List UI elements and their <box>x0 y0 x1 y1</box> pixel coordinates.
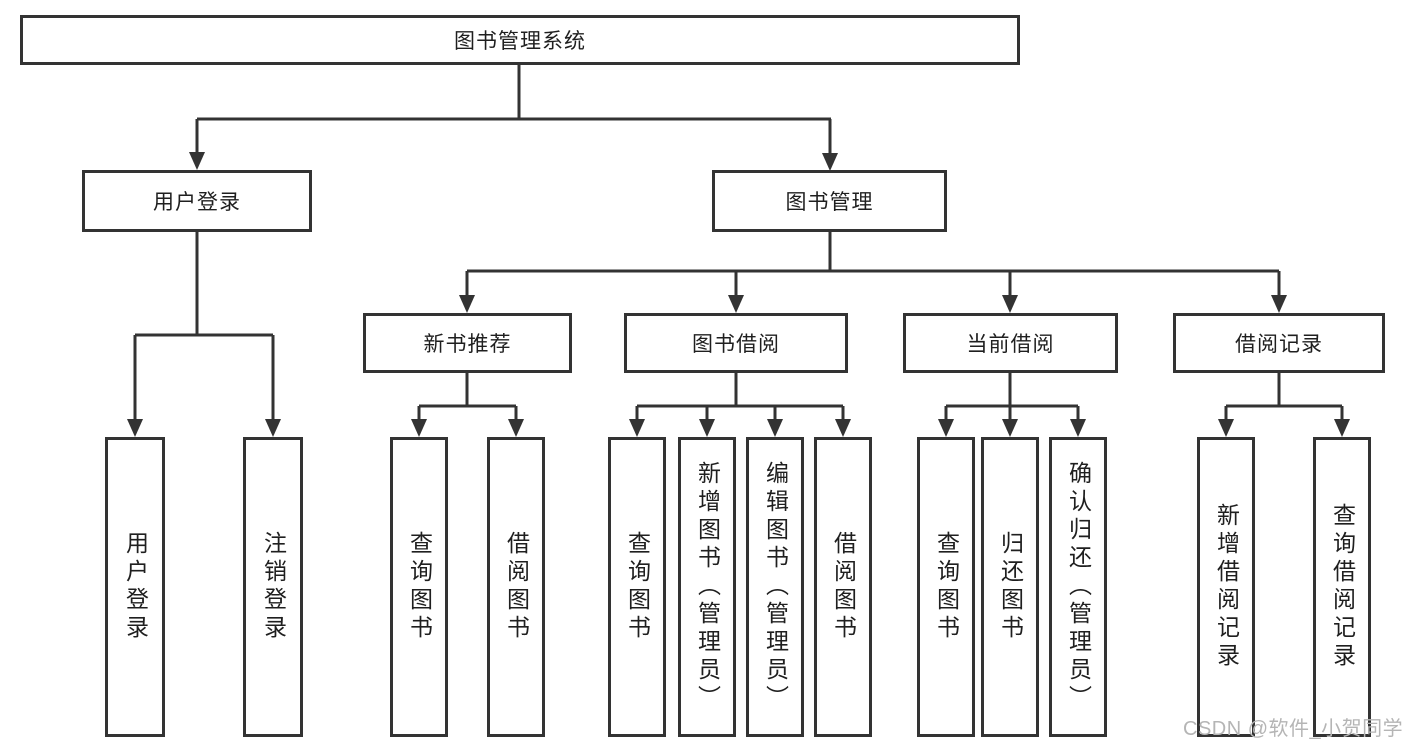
leaf-cb-confirm-return-admin-label: 确认归还（管理员） <box>1065 461 1092 713</box>
leaf-logout-label: 注销登录 <box>260 531 287 643</box>
leaf-bb-add-book-admin-label: 新增图书（管理员） <box>694 461 721 713</box>
node-root: 图书管理系统 <box>20 15 1020 65</box>
leaf-bb-add-book-admin: 新增图书（管理员） <box>678 437 736 737</box>
leaf-cb-query-book-label: 查询图书 <box>933 531 960 643</box>
leaf-nb-query-book-label: 查询图书 <box>406 531 433 643</box>
node-user-login-label: 用户登录 <box>153 191 241 214</box>
node-borrow-record: 借阅记录 <box>1173 313 1385 373</box>
leaf-cb-confirm-return-admin: 确认归还（管理员） <box>1049 437 1107 737</box>
leaf-cb-query-book: 查询图书 <box>917 437 975 737</box>
connector-book-mgmt-to-level3 <box>459 232 1287 313</box>
node-user-login: 用户登录 <box>82 170 312 232</box>
leaf-user-login-label: 用户登录 <box>122 531 149 643</box>
arrow-cb-leaf2 <box>1002 419 1018 437</box>
node-new-book-rec: 新书推荐 <box>363 313 572 373</box>
arrow-nb-leaf2 <box>508 419 524 437</box>
arrow-user-login <box>189 152 205 170</box>
leaf-bb-edit-book-admin: 编辑图书（管理员） <box>746 437 804 737</box>
leaf-nb-query-book: 查询图书 <box>390 437 448 737</box>
node-book-mgmt-label: 图书管理 <box>785 191 874 214</box>
arrow-borrow-record <box>1271 295 1287 313</box>
arrow-book-borrow <box>728 295 744 313</box>
connector-new-book-children <box>411 373 524 437</box>
connector-user-login-children <box>127 232 281 437</box>
connector-root-to-level2 <box>189 65 838 171</box>
leaf-br-query-record-label: 查询借阅记录 <box>1329 503 1356 671</box>
connector-current-borrow-children <box>938 373 1086 437</box>
leaf-cb-return-book: 归还图书 <box>981 437 1039 737</box>
arrow-bb-leaf2 <box>699 419 715 437</box>
arrow-br-leaf2 <box>1334 419 1350 437</box>
leaf-bb-borrow-book-label: 借阅图书 <box>830 531 857 643</box>
arrow-logout-leaf <box>265 419 281 437</box>
arrow-nb-leaf1 <box>411 419 427 437</box>
connector-borrow-record-children <box>1218 373 1350 437</box>
connector-book-borrow-children <box>629 373 851 437</box>
leaf-cb-return-book-label: 归还图书 <box>997 531 1024 643</box>
arrow-cb-leaf3 <box>1070 419 1086 437</box>
leaf-nb-borrow-book-label: 借阅图书 <box>503 531 530 643</box>
leaf-br-add-record: 新增借阅记录 <box>1197 437 1255 737</box>
leaf-bb-query-book: 查询图书 <box>608 437 666 737</box>
arrow-current-borrow <box>1002 295 1018 313</box>
leaf-logout: 注销登录 <box>243 437 303 737</box>
leaf-nb-borrow-book: 借阅图书 <box>487 437 545 737</box>
node-root-label: 图书管理系统 <box>454 30 586 53</box>
arrow-new-book <box>459 295 475 313</box>
leaf-user-login: 用户登录 <box>105 437 165 737</box>
leaf-br-add-record-label: 新增借阅记录 <box>1213 503 1240 671</box>
node-book-mgmt: 图书管理 <box>712 170 947 232</box>
arrow-book-mgmt <box>822 153 838 171</box>
leaf-bb-edit-book-admin-label: 编辑图书（管理员） <box>762 461 789 713</box>
arrow-br-leaf1 <box>1218 419 1234 437</box>
leaf-bb-borrow-book: 借阅图书 <box>814 437 872 737</box>
node-current-borrow-label: 当前借阅 <box>966 333 1055 356</box>
arrow-bb-leaf1 <box>629 419 645 437</box>
node-current-borrow: 当前借阅 <box>903 313 1118 373</box>
leaf-br-query-record: 查询借阅记录 <box>1313 437 1371 737</box>
arrow-login-leaf <box>127 419 143 437</box>
node-book-borrow: 图书借阅 <box>624 313 848 373</box>
node-borrow-record-label: 借阅记录 <box>1235 333 1323 356</box>
arrow-bb-leaf4 <box>835 419 851 437</box>
watermark-text: CSDN @软件_小贺同学 <box>1183 718 1404 740</box>
node-new-book-rec-label: 新书推荐 <box>423 333 512 356</box>
leaf-bb-query-book-label: 查询图书 <box>624 531 651 643</box>
arrow-cb-leaf1 <box>938 419 954 437</box>
node-book-borrow-label: 图书借阅 <box>692 333 780 356</box>
arrow-bb-leaf3 <box>767 419 783 437</box>
